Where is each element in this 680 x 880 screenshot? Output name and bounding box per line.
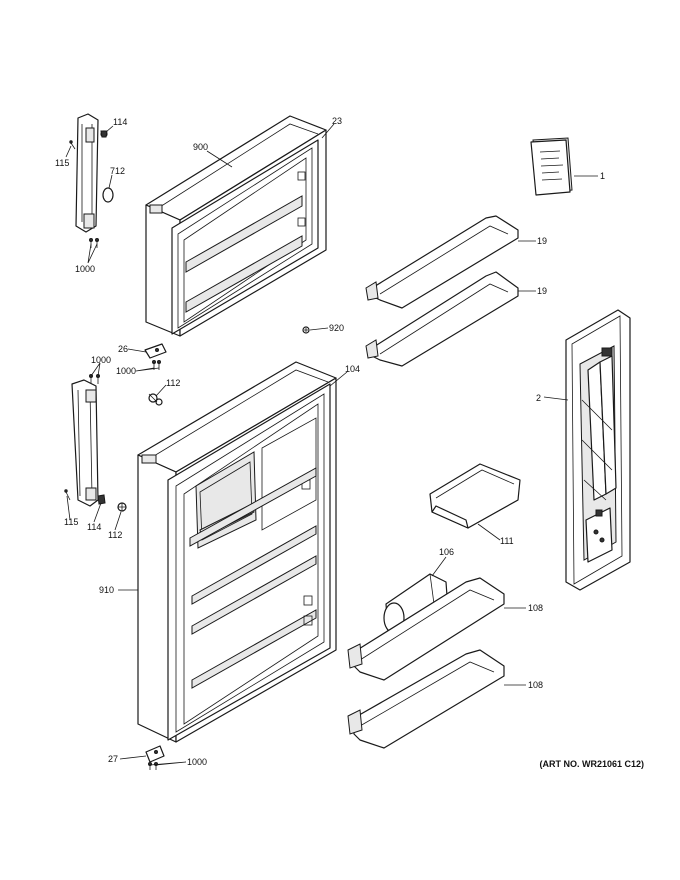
callout-labels: 114 115 712 1000 900 23 1 19 19 920 26 1… xyxy=(55,116,644,769)
callout-1000-mid-upper: 1000 xyxy=(91,355,111,365)
lower-handle-assembly xyxy=(64,374,127,512)
callout-920: 920 xyxy=(329,323,344,333)
screw-920 xyxy=(302,326,310,334)
callout-19-upper: 19 xyxy=(537,236,547,246)
callout-27: 27 xyxy=(108,754,118,764)
callout-115-upper: 115 xyxy=(55,158,69,168)
upper-handle-assembly xyxy=(69,113,114,248)
callout-115-lower: 115 xyxy=(64,517,78,527)
fresh-food-door-bin-1 xyxy=(347,577,505,681)
freezer-door-bin-1 xyxy=(365,215,519,309)
leader-lines xyxy=(65,123,598,766)
bottom-hinge-27 xyxy=(145,745,165,770)
owners-manual-card xyxy=(530,137,573,196)
callout-112-lower: 112 xyxy=(108,530,122,540)
callout-26: 26 xyxy=(118,344,128,354)
callout-2: 2 xyxy=(536,393,541,403)
callout-1000-upper: 1000 xyxy=(75,264,95,274)
fresh-food-door-bin-2 xyxy=(347,649,505,749)
callout-114-lower: 114 xyxy=(87,522,101,532)
callout-108-lower: 108 xyxy=(528,680,543,690)
callout-111: 111 xyxy=(500,536,514,546)
callout-106: 106 xyxy=(439,547,454,557)
callout-23: 23 xyxy=(332,116,342,126)
callout-19-lower: 19 xyxy=(537,286,547,296)
callout-1000-mid: 1000 xyxy=(116,366,136,376)
callout-108-upper: 108 xyxy=(528,603,543,613)
fresh-food-door xyxy=(137,361,337,743)
callout-900: 900 xyxy=(193,142,208,152)
callout-104: 104 xyxy=(345,364,360,374)
callout-112-upper: 112 xyxy=(166,378,180,388)
callout-910: 910 xyxy=(99,585,114,595)
callout-1000-bottom: 1000 xyxy=(187,757,207,767)
freezer-door-bin-2 xyxy=(365,271,519,367)
callout-1: 1 xyxy=(600,171,605,181)
art-number: (ART NO. WR21061 C12) xyxy=(539,759,644,769)
hinge-bracket-26 xyxy=(144,343,167,406)
dairy-bin xyxy=(429,463,521,529)
callout-114-upper: 114 xyxy=(113,117,127,127)
callout-712: 712 xyxy=(110,166,125,176)
side-panel-assembly xyxy=(565,309,631,591)
freezer-door xyxy=(145,115,327,337)
